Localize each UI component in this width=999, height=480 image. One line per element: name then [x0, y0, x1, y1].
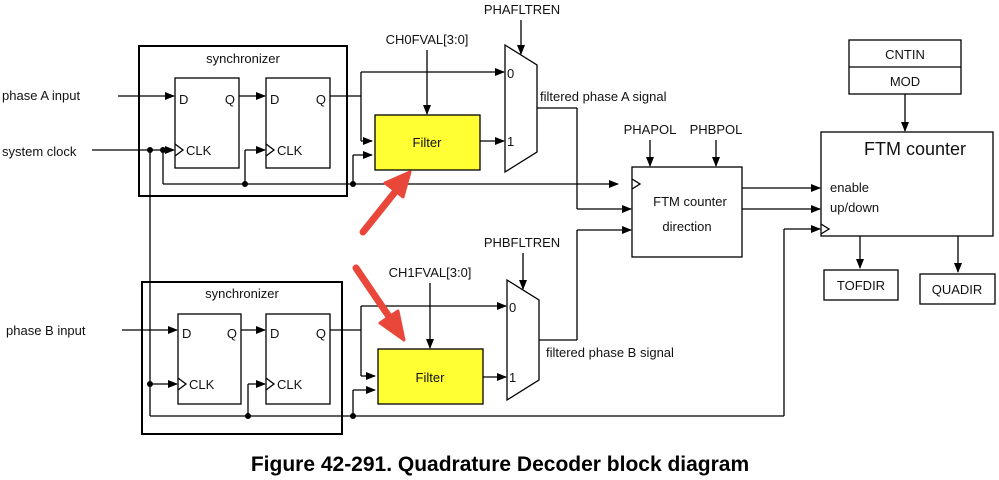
phafltren-label: PHAFLTREN — [484, 2, 560, 17]
mux-b-one-label: 1 — [509, 370, 516, 385]
svg-text:CLK: CLK — [186, 143, 212, 158]
red-arrow-upper — [359, 170, 412, 236]
mux-a-one-label: 1 — [507, 134, 514, 149]
svg-text:CLK: CLK — [277, 377, 303, 392]
synchronizer-a-box — [138, 45, 348, 197]
tofdir-box — [823, 269, 899, 301]
synchronizer-b-box — [141, 281, 343, 435]
ch0fval-label: CH0FVAL[3:0] — [386, 32, 469, 47]
quadir-box — [919, 273, 996, 305]
phase-b-input-label: phase B input — [6, 323, 86, 338]
red-arrow-lower — [352, 264, 406, 342]
synchronizer-b-label: synchronizer — [205, 286, 279, 301]
synchronizer-a-label: synchronizer — [206, 51, 280, 66]
svg-text:Q: Q — [316, 326, 326, 341]
phbfltren-label: PHBFLTREN — [484, 235, 560, 250]
filtered-phase-b-label: filtered phase B signal — [546, 345, 674, 360]
svg-text:CLK: CLK — [189, 377, 215, 392]
mux-a — [504, 43, 538, 174]
flip-flop-a1: D Q CLK — [174, 77, 240, 169]
filter-a-label: Filter — [413, 135, 443, 150]
phase-a-input-label: phase A input — [2, 88, 80, 103]
svg-text:Q: Q — [225, 92, 235, 107]
mux-b — [506, 278, 540, 402]
quadir-label: QUADIR — [932, 282, 983, 297]
svg-text:D: D — [182, 326, 191, 341]
mod-label: MOD — [890, 74, 920, 89]
direction-line2: direction — [662, 219, 711, 234]
svg-text:Q: Q — [227, 326, 237, 341]
ftm-updown-label: up/down — [830, 200, 879, 215]
direction-line1: FTM counter — [653, 194, 727, 209]
filter-a-box — [374, 114, 481, 171]
tofdir-label: TOFDIR — [837, 278, 885, 293]
mux-b-zero-label: 0 — [509, 300, 516, 315]
mux-a-zero-label: 0 — [507, 66, 514, 81]
svg-text:D: D — [179, 92, 188, 107]
ftm-counter-title: FTM counter — [864, 139, 966, 159]
phbpol-label: PHBPOL — [690, 122, 743, 137]
flip-flop-b2: D Q CLK — [265, 313, 331, 405]
system-clock-label: system clock — [2, 144, 77, 159]
svg-text:Q: Q — [316, 92, 326, 107]
direction-box — [631, 166, 743, 258]
filter-b-box — [377, 348, 484, 405]
phapol-label: PHAPOL — [624, 122, 677, 137]
flip-flop-a2: D Q CLK — [265, 77, 331, 169]
flip-flop-b1: D Q CLK — [177, 313, 242, 405]
cntin-label: CNTIN — [885, 47, 925, 62]
svg-text:D: D — [270, 326, 279, 341]
ch1fval-label: CH1FVAL[3:0] — [389, 265, 472, 280]
figure-caption: Figure 42-291. Quadrature Decoder block … — [251, 453, 749, 476]
svg-text:D: D — [270, 92, 279, 107]
filter-b-label: Filter — [416, 370, 446, 385]
ftm-counter-box — [820, 131, 994, 237]
svg-text:CLK: CLK — [277, 143, 303, 158]
ftm-enable-label: enable — [830, 180, 869, 195]
filtered-phase-a-label: filtered phase A signal — [540, 89, 667, 104]
